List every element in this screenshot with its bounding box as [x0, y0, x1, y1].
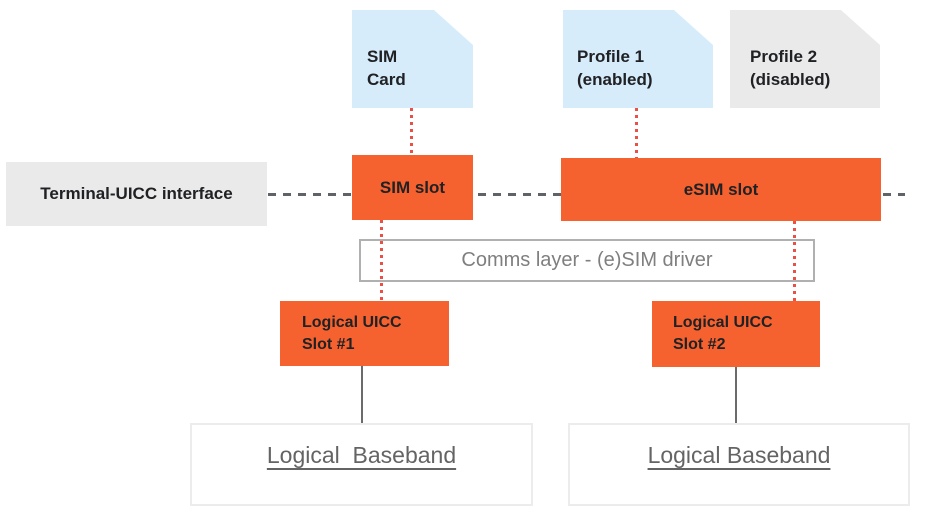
terminal-uicc-interface-label: Terminal-UICC interface: [40, 184, 233, 203]
esim-slot-box: eSIM slot: [561, 158, 881, 221]
sim-card-label-line1: SIM: [367, 47, 398, 66]
sim-slot-label: SIM slot: [379, 177, 446, 197]
logical-uicc-slot-1-label-line2: Slot #1: [302, 335, 355, 353]
profile-2-label-line1: Profile 2: [750, 47, 818, 66]
link-uicc-slot-1-to-baseband-1: [361, 366, 363, 423]
link-sim-slot-to-uicc-slot-1: [380, 220, 383, 301]
profile-1-label-line1: Profile 1: [577, 47, 645, 66]
logical-baseband-2-label: Logical Baseband: [647, 442, 831, 468]
link-esim-slot-to-uicc-slot-2: [793, 221, 796, 301]
logical-uicc-slot-1-label-line1: Logical UICC: [302, 313, 402, 331]
profile-1-label-line2: (enabled): [577, 70, 653, 89]
sim-card-label-line2: Card: [367, 70, 406, 89]
comms-layer-label: Comms layer - (e)SIM driver: [461, 249, 713, 271]
logical-uicc-slot-1-box: Logical UICC Slot #1: [280, 301, 449, 366]
link-sim-card-to-sim-slot: [410, 108, 413, 155]
profile-1-box: Profile 1 (enabled): [563, 10, 713, 108]
comms-layer-box: Comms layer - (e)SIM driver: [359, 239, 815, 282]
sim-slot-box: SIM slot: [352, 155, 473, 220]
link-profile-1-to-esim-slot: [635, 108, 638, 158]
link-uicc-slot-2-to-baseband-2: [735, 367, 737, 423]
logical-uicc-slot-2-box: Logical UICC Slot #2: [652, 301, 820, 367]
sim-card-box: SIM Card: [352, 10, 473, 108]
logical-baseband-1-box: Logical Baseband: [190, 423, 533, 506]
terminal-uicc-interface-box: Terminal-UICC interface: [6, 162, 267, 226]
profile-2-box: Profile 2 (disabled): [730, 10, 880, 108]
logical-baseband-1-label: Logical Baseband: [266, 442, 457, 468]
profile-2-label-line2: (disabled): [750, 70, 831, 89]
logical-uicc-slot-2-label-line2: Slot #2: [673, 336, 726, 353]
logical-baseband-2-box: Logical Baseband: [568, 423, 910, 506]
logical-uicc-slot-2-label-line1: Logical UICC: [673, 314, 773, 331]
esim-slot-label: eSIM slot: [683, 179, 759, 199]
